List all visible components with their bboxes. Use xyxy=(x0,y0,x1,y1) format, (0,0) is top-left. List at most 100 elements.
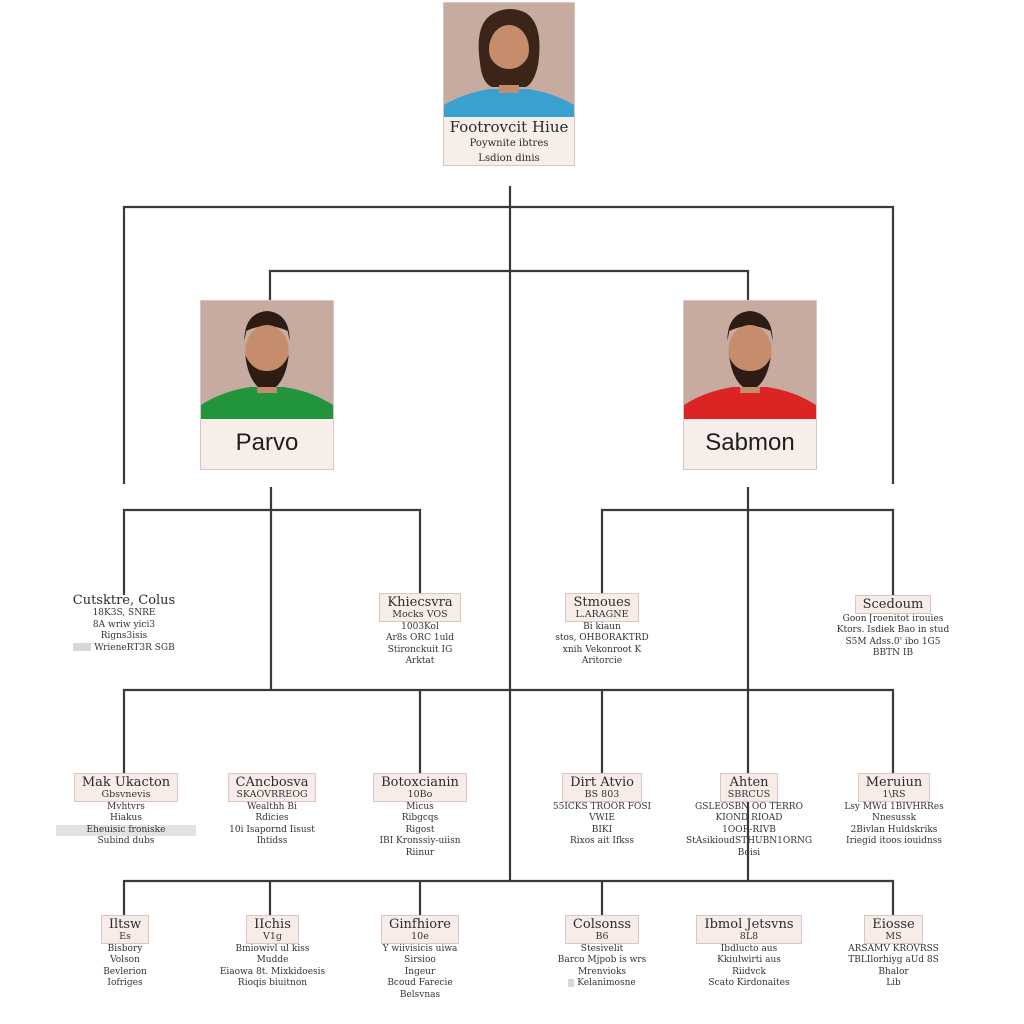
root-line-1: Poywnite ibtres xyxy=(469,138,549,149)
row2-node-1-title: Mak Ukacton xyxy=(81,775,171,790)
smudge-mark xyxy=(73,643,92,652)
row1-node-2-line-2: Ar8s ORC 1uld xyxy=(385,633,455,644)
row2-node-6-line-4: Iriegid itoos iouidnss xyxy=(846,836,942,847)
row2-node-1[interactable]: Mak Ukacton Gbsvnevis Mvhtvrs Hiakus Ehe… xyxy=(56,773,196,848)
row1-node-2-line-1: 1003Kol xyxy=(401,621,439,632)
connector-left-children xyxy=(122,508,422,595)
right-parent-name: Sabmon xyxy=(705,429,795,456)
row2-node-2[interactable]: CAncbosva SKAOVRREOG Wealthh Bi Rdicies … xyxy=(202,773,342,848)
row2-node-3[interactable]: Botoxcianin 10Bo Micus Ribgcqs Rigost IB… xyxy=(350,773,490,859)
row3-node-3-line-3: Ingeur xyxy=(404,966,436,977)
row1-node-1[interactable]: Cutsktre, Colus 18K3S, SNRE 8A wriw yici… xyxy=(44,593,204,654)
row1-node-2-line-3: Stironckuit IG xyxy=(387,644,453,655)
row2-node-5[interactable]: Ahten SBRCUS GSLEOSBN OO TERRO KIOND RIO… xyxy=(669,773,829,859)
row3-node-3-line-2: Sirsioo xyxy=(404,955,436,966)
smudge-mark xyxy=(568,978,575,987)
row3-node-1-line-4: Iofriges xyxy=(107,978,143,989)
row2-node-5-line-2: KIOND RIOAD xyxy=(715,813,783,824)
right-parent-card[interactable]: Sabmon xyxy=(683,300,817,470)
row3-node-4[interactable]: Colsonss B6 Stesivelit Barco Mjpob is wr… xyxy=(532,915,672,990)
row3-node-6-label: Eiosse MS xyxy=(864,915,923,944)
row2-node-6[interactable]: Meruiun 1\RS Lsy MWd 1BIVHRRes Nnesussk … xyxy=(824,773,964,848)
row3-node-5-line-1: Ibdlucto aus xyxy=(720,943,778,954)
connector-row3-drops xyxy=(268,881,604,915)
row3-node-3[interactable]: Ginfhiore 10e Y wiivisicis uiwa Sirsioo … xyxy=(350,915,490,1001)
row3-node-1-line-3: Bevlerion xyxy=(103,966,147,977)
row3-node-1[interactable]: Iltsw Es Bisbory Volson Bevlerion Iofrig… xyxy=(60,915,190,990)
row1-node-3-line-4: Aritorcie xyxy=(581,656,623,667)
row3-node-4-line-2: Barco Mjpob is wrs xyxy=(557,955,647,966)
row3-node-3-line-5: Belsvnas xyxy=(399,989,441,1000)
row3-node-6-sub: MS xyxy=(885,930,902,942)
row3-node-6[interactable]: Eiosse MS ARSAMV KROVRSS TBLIlorhiyg aUd… xyxy=(826,915,961,990)
row2-node-1-line-3: Eheuisic froniske xyxy=(56,824,196,837)
row1-node-4[interactable]: Scedoum Goon [roenitot irouies Ktors. Is… xyxy=(818,593,968,660)
row3-node-2-label: IIchis V1g xyxy=(246,915,299,944)
row2-node-5-sub: SBRCUS xyxy=(727,788,771,800)
row2-node-6-label: Meruiun 1\RS xyxy=(857,773,931,802)
row2-node-3-line-4: IBI Kronssiy-uiisn xyxy=(379,836,461,847)
row2-node-4-sub: BS 803 xyxy=(584,788,620,800)
row3-node-2-title: IIchis xyxy=(254,917,291,932)
row3-node-5[interactable]: Ibmol Jetsvns 8L8 Ibdlucto aus Kkiulwirt… xyxy=(674,915,824,990)
row3-node-3-sub: 10e xyxy=(411,930,429,942)
row2-node-3-line-3: Rigost xyxy=(405,824,435,835)
row2-node-5-title: Ahten xyxy=(729,775,769,790)
row3-node-2-line-2: Mudde xyxy=(256,955,289,966)
row2-node-4[interactable]: Dirt Atvio BS 803 55ICKS TROOR FOSI VWIE… xyxy=(532,773,672,848)
row3-node-6-line-4: Lib xyxy=(886,978,901,989)
row2-node-2-line-2: Rdicies xyxy=(255,813,289,824)
row2-node-3-title: Botoxcianin xyxy=(381,775,459,790)
row3-node-2[interactable]: IIchis V1g Bmiowivl ul kiss Mudde Eiaowa… xyxy=(200,915,345,990)
root-portrait xyxy=(444,3,574,117)
row1-node-1-line-2: 8A wriw yici3 xyxy=(92,619,156,630)
row3-node-4-sub: B6 xyxy=(595,930,609,942)
row2-node-4-line-1: 55ICKS TROOR FOSI xyxy=(552,801,652,812)
row2-node-5-label: Ahten SBRCUS xyxy=(719,773,779,802)
row1-node-4-line-1: Goon [roenitot irouies xyxy=(842,613,944,624)
row2-node-5-line-5: Boisi xyxy=(737,847,761,858)
row2-node-4-title: Dirt Atvio xyxy=(570,775,634,790)
row3-node-6-line-1: ARSAMV KROVRSS xyxy=(848,943,939,954)
connector-row2-bus xyxy=(122,688,895,775)
row3-node-1-sub: Es xyxy=(119,930,131,942)
row1-node-3[interactable]: Stmoues L.ARAGNE Bi kiaun stos, OHBORAKT… xyxy=(527,593,677,668)
row1-node-2[interactable]: Khiecsvra Mocks VOS 1003Kol Ar8s ORC 1ul… xyxy=(345,593,495,668)
left-parent-card[interactable]: Parvo xyxy=(200,300,334,470)
row2-node-4-line-3: BIKI xyxy=(591,824,613,835)
row3-node-6-title: Eiosse xyxy=(872,917,915,932)
row2-node-5-line-3: 1OOR-RIVB xyxy=(722,824,776,835)
row3-node-1-line-2: Volson xyxy=(110,955,140,966)
row1-node-3-line-1: Bi kiaun xyxy=(583,621,621,632)
row2-node-3-sub: 10Bo xyxy=(407,788,433,800)
row1-node-4-line-3: S5M Adss.0' ibo 1G5 xyxy=(845,636,941,647)
row2-node-6-line-1: Lsy MWd 1BIVHRRes xyxy=(844,801,944,812)
root-name: Footrovcit Hiue xyxy=(449,118,569,136)
row2-node-1-sub: Gbsvnevis xyxy=(101,788,151,800)
row2-node-1-label: Mak Ukacton Gbsvnevis xyxy=(73,773,179,802)
row2-node-3-line-5: Riinur xyxy=(405,847,435,858)
connector-row3-bus xyxy=(122,879,895,915)
row2-node-3-line-2: Ribgcqs xyxy=(401,813,439,824)
row2-node-2-title: CAncbosva xyxy=(235,775,309,790)
connector-row2-drops xyxy=(418,690,604,775)
row3-node-5-label: Ibmol Jetsvns 8L8 xyxy=(696,915,802,944)
row1-node-4-line-4: BBTN IB xyxy=(872,648,914,659)
row3-node-5-line-2: Kkiulwirti aus xyxy=(717,955,781,966)
row3-node-6-line-3: Bhalor xyxy=(878,966,909,977)
row1-node-1-line-1: 18K3S, SNRE xyxy=(92,608,156,618)
root-person-card[interactable]: Footrovcit Hiue Poywnite ibtres Lsdion d… xyxy=(443,2,575,166)
row3-node-4-line-3: Mrenvioks xyxy=(577,966,627,977)
row1-node-4-line-2: Ktors. Isdiek Bao in stud xyxy=(836,625,950,636)
row2-node-4-line-4: Rixos ait Ifkss xyxy=(570,836,634,847)
row1-node-1-line-4: WrieneRT3R SGB xyxy=(94,642,175,653)
row1-node-1-line-3: Rigns3isis xyxy=(100,631,148,642)
row3-node-3-line-4: Bcoud Farecie xyxy=(387,978,453,989)
row3-node-2-line-1: Bmiowivl ul kiss xyxy=(235,943,310,954)
row2-node-6-line-3: 2Bivlan Huldskriks xyxy=(850,824,938,835)
row1-node-3-sub: L.ARAGNE xyxy=(575,608,629,620)
row3-node-3-label: Ginfhiore 10e xyxy=(381,915,459,944)
row3-node-6-line-2: TBLIlorhiyg aUd 8S xyxy=(848,955,939,966)
row1-node-2-title: Khiecsvra xyxy=(387,595,453,610)
